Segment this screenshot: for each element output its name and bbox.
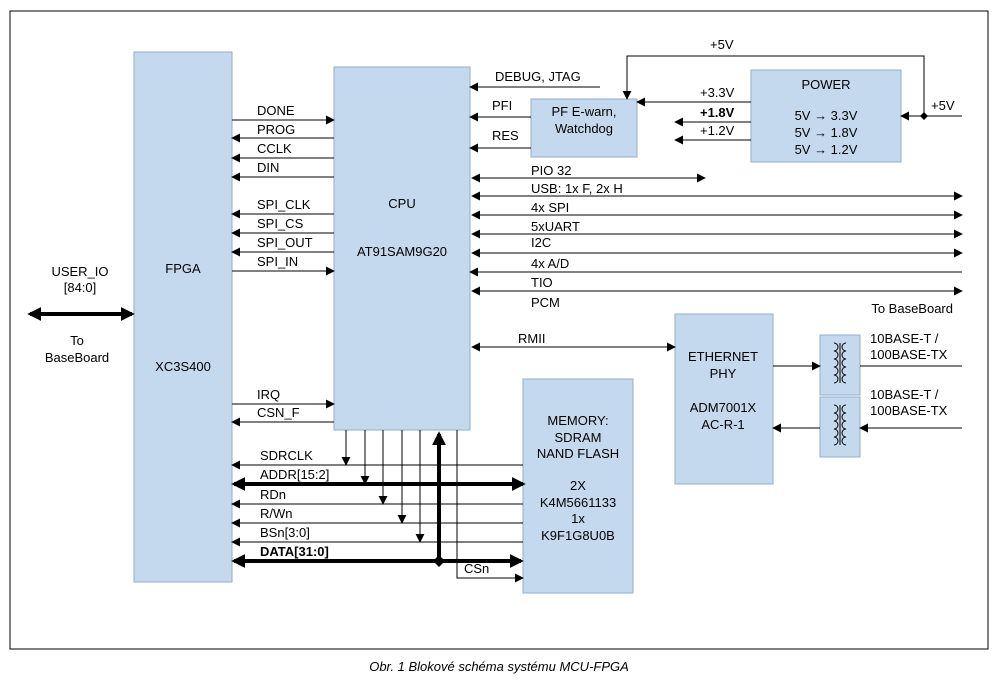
- power-line2: 5V → 1.8V: [795, 125, 858, 140]
- fpga-cpu-signals: [231, 115, 335, 427]
- sig-spi-clk: SPI_CLK: [257, 197, 311, 212]
- eth2-label-b: 100BASE-TX: [870, 403, 948, 418]
- sig-spi-out: SPI_OUT: [257, 235, 313, 250]
- transformer-icon-2: [833, 404, 847, 446]
- sig-pcm: PCM: [531, 295, 560, 310]
- sig-prog: PROG: [257, 122, 295, 137]
- sig-spi-cs: SPI_CS: [257, 216, 304, 231]
- memory-line7: K9F1G8U0B: [541, 528, 615, 543]
- peripheral-lines: [469, 173, 963, 352]
- memory-line3: NAND FLASH: [537, 446, 619, 461]
- fpga-block: [133, 51, 233, 583]
- sig-i2c: I2C: [531, 235, 551, 250]
- sig-spi-in: SPI_IN: [257, 254, 298, 269]
- eth2-label-a: 10BASE-T /: [870, 387, 939, 402]
- sig-rwn: R/Wn: [260, 506, 293, 521]
- sig-csn: CSn: [464, 561, 489, 576]
- baseboard-label-left: BaseBoard: [45, 350, 109, 365]
- sig-done: DONE: [257, 103, 295, 118]
- fpga-part: XC3S400: [155, 359, 211, 374]
- memory-line4: 2X: [570, 478, 586, 493]
- sig-spi: 4x SPI: [531, 200, 569, 215]
- sig-v33: +3.3V: [700, 85, 735, 100]
- to-label-left: To: [70, 333, 84, 348]
- diagram-frame: [9, 10, 989, 650]
- eth-line3: ADM7001X: [690, 400, 757, 415]
- memory-line5: K4M5661133: [540, 495, 616, 510]
- power-line1: 5V → 3.3V: [795, 108, 858, 123]
- cpu-title: CPU: [388, 196, 415, 211]
- sig-5v-right: +5V: [931, 98, 955, 113]
- sig-csn-f: CSN_F: [257, 405, 300, 420]
- sig-irq: IRQ: [257, 387, 280, 402]
- memory-line2: SDRAM: [555, 430, 602, 445]
- sig-ad: 4x A/D: [531, 256, 569, 271]
- sig-bsn: BSn[3:0]: [260, 525, 310, 540]
- memory-line6: 1x: [571, 511, 585, 526]
- sig-addr: ADDR[15:2]: [260, 467, 329, 482]
- power-5v-wiring: [622, 55, 962, 121]
- figure-caption: Obr. 1 Blokové schéma systému MCU-FPGA: [369, 659, 629, 674]
- cpu-block: [333, 66, 471, 431]
- eth-line1: ETHERNET: [688, 349, 758, 364]
- eth-line4: AC-R-1: [701, 417, 744, 432]
- sig-res: RES: [492, 128, 519, 143]
- sig-data: DATA[31:0]: [260, 544, 329, 559]
- eth1-label-b: 100BASE-TX: [870, 347, 948, 362]
- pf-block: [530, 98, 638, 158]
- power-rails: [636, 97, 751, 145]
- sig-pio: PIO 32: [531, 163, 571, 178]
- memory-bus: [231, 430, 526, 583]
- sig-v12: +1.2V: [700, 123, 735, 138]
- pf-line2: Watchdog: [555, 121, 613, 136]
- sig-5v-top: +5V: [710, 37, 734, 52]
- sig-sdrclk: SDRCLK: [260, 448, 313, 463]
- eth1-label-a: 10BASE-T /: [870, 331, 939, 346]
- power-title: POWER: [801, 77, 850, 92]
- user-io-range: [84:0]: [64, 280, 97, 295]
- ethernet-phy-block: [674, 313, 774, 485]
- ethernet-lines: [772, 361, 962, 433]
- memory-line1: MEMORY:: [547, 413, 608, 428]
- sig-usb: USB: 1x F, 2x H: [531, 181, 623, 196]
- pf-line1: PF E-warn,: [551, 104, 616, 119]
- sig-pfi: PFI: [492, 98, 512, 113]
- eth-line2: PHY: [710, 366, 737, 381]
- transformer-icon-1: [833, 342, 847, 384]
- power-line3: 5V → 1.2V: [795, 142, 858, 157]
- to-baseboard-right: To BaseBoard: [871, 301, 953, 316]
- sig-tio: TIO: [531, 275, 553, 290]
- sig-rdn: RDn: [260, 487, 286, 502]
- fpga-title: FPGA: [165, 261, 201, 276]
- user-io-label: USER_IO: [51, 264, 108, 279]
- sig-din: DIN: [257, 160, 279, 175]
- sig-rmii: RMII: [518, 331, 545, 346]
- sig-cclk: CCLK: [257, 141, 292, 156]
- sig-v18: +1.8V: [700, 105, 735, 120]
- cpu-part: AT91SAM9G20: [357, 244, 447, 259]
- sig-uart: 5xUART: [531, 219, 580, 234]
- sig-debug: DEBUG, JTAG: [495, 69, 581, 84]
